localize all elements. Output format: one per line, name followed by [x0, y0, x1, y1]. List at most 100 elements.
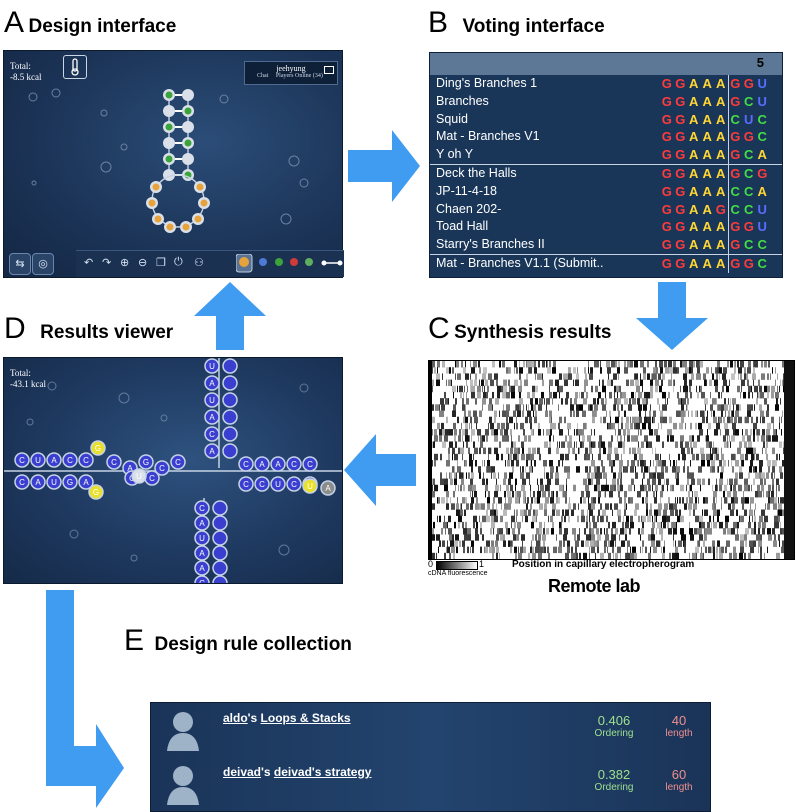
target-mode-button[interactable]: ◎: [32, 253, 54, 275]
heatmap-band: [589, 515, 590, 523]
user-chat-box[interactable]: jeehyung Chat Players Online (34): [244, 61, 338, 85]
thermometer-icon[interactable]: [63, 55, 87, 79]
heatmap-band: [592, 453, 593, 461]
rule-name-link[interactable]: deivad's strategy: [273, 765, 372, 779]
remote-lab-caption: Remote lab: [548, 576, 641, 596]
design-name: Starry's Branches II: [436, 237, 545, 252]
heatmap-band: [737, 361, 739, 368]
heatmap-band: [711, 546, 713, 554]
heatmap-band: [487, 466, 491, 473]
heatmap-band: [747, 379, 749, 387]
panel-b-label: B Voting interface: [428, 6, 605, 40]
heatmap-band: [511, 441, 513, 448]
heatmap-band: [759, 404, 762, 411]
heatmap-band: [760, 391, 764, 399]
zoom-out-icon[interactable]: ⊖: [138, 257, 148, 269]
heatmap-band: [718, 416, 719, 424]
undo-icon[interactable]: ↶: [84, 257, 94, 269]
heatmap-band: [605, 484, 609, 492]
heatmap-band: [480, 521, 482, 529]
avatar-icon: [167, 766, 199, 805]
heatmap-band: [766, 453, 768, 461]
heatmap-band: [758, 546, 759, 554]
rna-base-letter: U: [35, 456, 41, 465]
swap-mode-button[interactable]: ⇆: [9, 253, 31, 275]
heatmap-band: [675, 441, 678, 448]
heatmap-band: [585, 484, 589, 492]
zoom-in-icon[interactable]: ⊕: [120, 257, 130, 269]
heatmap-band: [727, 528, 731, 535]
heatmap-band: [710, 466, 712, 473]
heatmap-band: [673, 361, 676, 368]
heatmap-band: [564, 379, 568, 387]
heatmap-band: [615, 540, 616, 547]
heatmap-band: [464, 534, 468, 541]
heatmap-band: [519, 497, 520, 504]
heatmap-band: [499, 410, 500, 417]
heatmap-band: [701, 453, 705, 461]
heatmap-band: [600, 361, 601, 368]
heatmap-band: [764, 552, 765, 560]
heatmap-band: [582, 429, 584, 436]
heatmap-band: [479, 367, 481, 374]
heatmap-band: [630, 361, 633, 368]
heatmap-band: [716, 398, 717, 405]
heatmap-band: [727, 490, 731, 498]
heatmap-band: [629, 398, 631, 405]
heatmap-band: [551, 416, 552, 424]
heatmap-band: [660, 367, 663, 374]
panel-d-title: Results viewer: [40, 322, 174, 343]
hints-icon[interactable]: ⚇: [194, 257, 204, 269]
heatmap-band: [626, 552, 630, 560]
heatmap-band: [463, 546, 465, 554]
rna-base-letter: C: [199, 504, 205, 513]
base-palette[interactable]: [236, 254, 344, 274]
heatmap-band: [652, 478, 656, 486]
heatmap-band: [446, 367, 449, 374]
rna-base: [194, 575, 210, 583]
rna-base: [106, 454, 122, 470]
reset-icon[interactable]: ⏻: [174, 256, 183, 268]
heatmap-band: [563, 534, 567, 541]
heatmap-band: [455, 398, 457, 405]
heatmap-band: [589, 546, 590, 554]
redo-icon[interactable]: ↷: [102, 257, 112, 269]
heatmap-band: [591, 534, 595, 541]
rna-base-letter: A: [35, 478, 41, 487]
heatmap-band: [529, 466, 532, 473]
heatmap-band: [655, 447, 656, 455]
heatmap-band: [479, 379, 480, 387]
heatmap-band: [527, 497, 529, 504]
heatmap-band: [700, 552, 703, 560]
heatmap-band: [649, 373, 650, 380]
heatmap-band: [524, 435, 527, 442]
heatmap-band: [452, 466, 454, 473]
copy-icon[interactable]: ❐: [156, 257, 166, 269]
rule-author-link[interactable]: aldo: [223, 711, 248, 725]
heatmap-band: [471, 391, 475, 399]
rna-base: [46, 452, 62, 468]
rule-name-link[interactable]: Loops & Stacks: [260, 711, 351, 725]
heatmap-band: [484, 546, 485, 554]
heatmap-band: [548, 515, 549, 523]
heatmap-band: [708, 422, 711, 430]
heatmap-band: [659, 361, 663, 368]
heatmap-band: [772, 528, 775, 535]
heatmap-band: [730, 361, 733, 368]
heatmap-band: [559, 385, 563, 393]
rule-author-link[interactable]: deivad: [223, 765, 262, 779]
